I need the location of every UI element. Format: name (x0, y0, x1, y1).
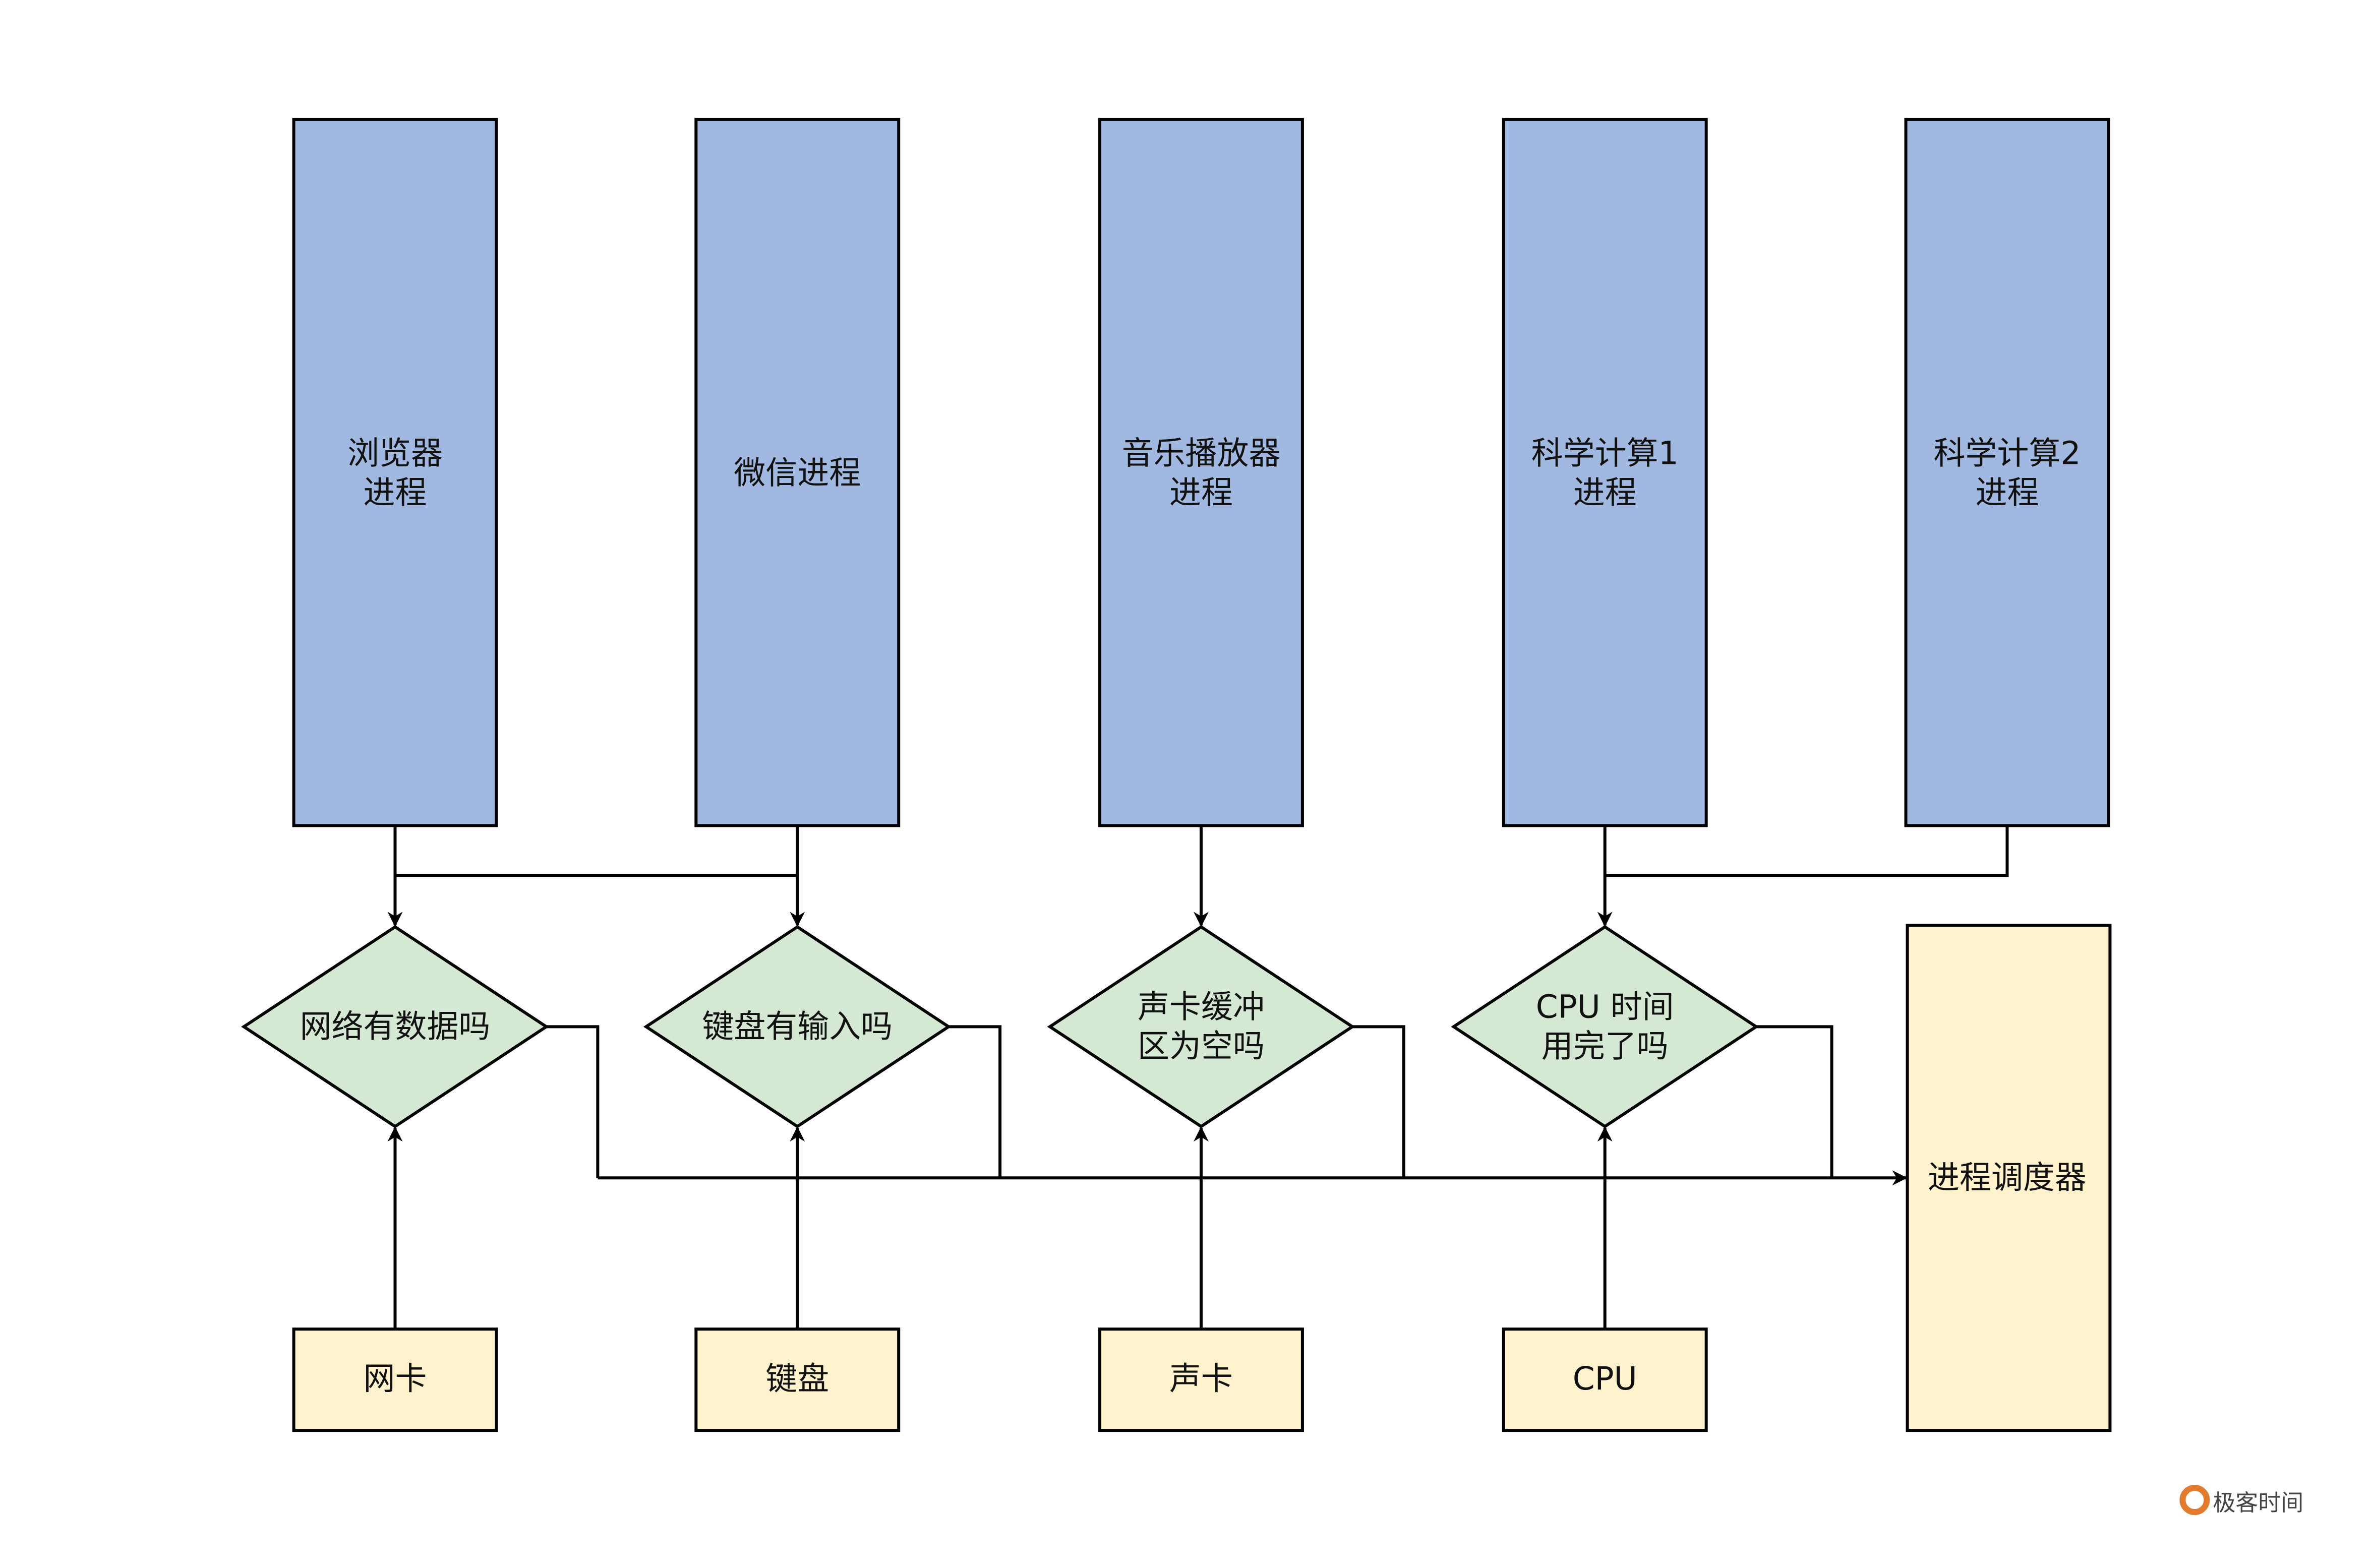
logo-text: 极客时间 (2213, 1489, 2303, 1516)
device-box: 键盘 (694, 1328, 901, 1432)
process-label-line: 进程 (1573, 474, 1637, 511)
process-label-line: 微信进程 (734, 455, 861, 492)
device-label: 键盘 (765, 1360, 829, 1397)
process-label: 音乐播放器进程 (1122, 435, 1281, 511)
link-network-out (546, 1025, 600, 1178)
decision-diamond: 网络有数据吗 (241, 925, 549, 1128)
logo: 极客时间 (2179, 1485, 2303, 1516)
device-label: CPU (1573, 1360, 1637, 1397)
device-box: 网卡 (292, 1328, 498, 1432)
device-box: CPU (1502, 1328, 1708, 1432)
process-label: 浏览器进程 (347, 435, 443, 511)
process-label-line: 音乐播放器 (1122, 435, 1281, 472)
decision-label: CPU 时间用完了吗 (1536, 988, 1674, 1064)
process-box: 浏览器进程 (292, 117, 498, 827)
decision-label: 网络有数据吗 (300, 1008, 491, 1045)
decision-diamond: 声卡缓冲区为空吗 (1047, 925, 1355, 1128)
process-box: 微信进程 (694, 117, 901, 827)
process-label-line: 进程 (1169, 474, 1233, 511)
device-label-line: CPU (1573, 1360, 1637, 1397)
decision-label-line: 声卡缓冲 (1138, 988, 1265, 1025)
process-label-line: 科学计算2 (1933, 435, 2081, 472)
process-label-line: 进程 (364, 474, 427, 511)
device-label-line: 网卡 (364, 1360, 427, 1397)
process-label: 微信进程 (734, 455, 861, 492)
device-label: 网卡 (364, 1360, 427, 1397)
process-label-line: 进程 (1976, 474, 2039, 511)
device-label-line: 键盘 (765, 1360, 829, 1397)
decision-label-line: 区为空吗 (1138, 1028, 1265, 1064)
decision-diamond: CPU 时间用完了吗 (1451, 925, 1759, 1128)
device-label-line: 声卡 (1169, 1360, 1233, 1397)
link-cpu-out (1756, 1025, 1833, 1178)
scheduler-label-line: 进程调度器 (1928, 1159, 2087, 1196)
decision-label-line: 键盘有输入吗 (702, 1008, 893, 1045)
link-keyboard-out (948, 1025, 1002, 1178)
process-label-line: 浏览器 (347, 435, 443, 472)
logo-mark-icon (2179, 1485, 2210, 1516)
scheduler-box: 进程调度器 (1906, 924, 2112, 1432)
decision-label-line: CPU 时间 (1536, 988, 1674, 1025)
link-sci2-to-cpu (1605, 825, 2009, 877)
process-box: 音乐播放器进程 (1098, 117, 1304, 827)
device-box: 声卡 (1098, 1328, 1304, 1432)
link-soundcard-out (1352, 1025, 1405, 1178)
decision-label-line: 用完了吗 (1541, 1028, 1669, 1064)
decision-diamond: 键盘有输入吗 (643, 925, 952, 1128)
device-label: 声卡 (1169, 1360, 1233, 1397)
connectors (387, 825, 2009, 1330)
decision-label: 声卡缓冲区为空吗 (1138, 988, 1265, 1064)
decision-label-line: 网络有数据吗 (300, 1008, 491, 1045)
scheduler-label: 进程调度器 (1928, 1159, 2087, 1196)
process-label-line: 科学计算1 (1531, 435, 1679, 472)
decision-label: 键盘有输入吗 (702, 1008, 893, 1045)
